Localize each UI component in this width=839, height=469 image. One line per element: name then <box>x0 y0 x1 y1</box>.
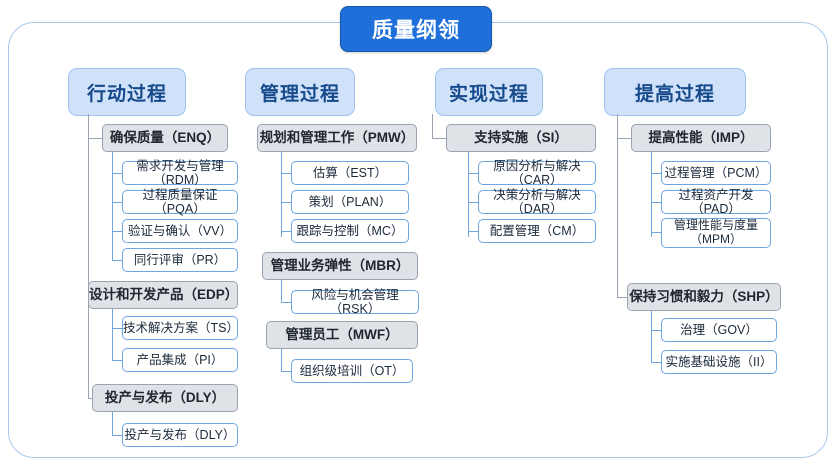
phase-header-improvement-process: 提高过程 <box>604 68 746 116</box>
leaf-node-gov: 治理（GOV） <box>661 318 777 342</box>
leaf-node-mpm: 管理性能与度量（MPM） <box>661 218 771 248</box>
group-node-mbr: 管理业务弹性（MBR） <box>262 252 418 280</box>
leaf-node-pad: 过程资产开发（PAD） <box>661 188 771 216</box>
connector-si-c3 <box>468 231 478 233</box>
connector-col4-g2 <box>617 297 631 299</box>
connector-col4-spine <box>617 114 619 298</box>
leaf-node-ot: 组织级培训（OT） <box>291 359 413 383</box>
leaf-node-plan: 策划（PLAN） <box>291 190 409 214</box>
connector-shp-c2 <box>651 362 661 364</box>
connector-col4-g1 <box>617 138 631 140</box>
leaf-node-dar: 决策分析与解决（DAR） <box>478 188 596 216</box>
leaf-node-cm: 配置管理（CM） <box>478 219 596 243</box>
connector-edp-c1 <box>112 328 122 330</box>
connector-pmw-c2 <box>281 202 291 204</box>
group-node-shp: 保持习惯和毅力（SHP） <box>627 283 781 311</box>
connector-enq-spine-2 <box>112 247 114 261</box>
leaf-node-vv: 验证与确认（VV） <box>122 219 238 243</box>
connector-si-c1 <box>468 173 478 175</box>
leaf-node-rsk: 风险与机会管理（RSK） <box>291 288 419 316</box>
connector-enq-c3 <box>112 231 122 233</box>
leaf-node-rdm: 需求开发与管理（RDM） <box>122 159 238 187</box>
leaf-node-pi: 产品集成（PI） <box>122 348 238 372</box>
connector-col1-g1 <box>88 138 102 140</box>
root-node-quality-program: 质量纲领 <box>340 6 492 52</box>
group-node-si: 支持实施（SI） <box>446 124 596 152</box>
connector-dly-spine <box>112 412 114 436</box>
group-node-dly: 投产与发布（DLY） <box>92 384 238 412</box>
phase-header-realization-process: 实现过程 <box>435 68 543 116</box>
connector-enq-c2 <box>112 202 122 204</box>
connector-enq-c1 <box>112 173 122 175</box>
connector-imp-c1 <box>651 173 661 175</box>
group-node-imp: 提高性能（IMP） <box>631 124 771 152</box>
connector-pmw-c3 <box>281 231 291 233</box>
group-node-pmw: 规划和管理工作（PMW） <box>257 124 417 152</box>
connector-si-spine <box>468 152 470 237</box>
connector-shp-spine <box>651 311 653 363</box>
leaf-node-car: 原因分析与解决（CAR） <box>478 159 596 187</box>
leaf-node-ii: 实施基础设施（II） <box>661 350 777 374</box>
leaf-node-pcm: 过程管理（PCM） <box>661 161 771 185</box>
connector-si-c2 <box>468 202 478 204</box>
connector-edp-c2 <box>112 360 122 362</box>
leaf-node-dly-child: 投产与发布（DLY） <box>122 423 238 447</box>
connector-imp-spine <box>651 152 653 237</box>
connector-dly-c1 <box>112 435 122 437</box>
connector-enq-spine <box>112 152 114 247</box>
leaf-node-pqa: 过程质量保证（PQA） <box>122 188 238 216</box>
connector-col3-g1 <box>432 138 446 140</box>
connector-imp-c2 <box>651 202 661 204</box>
phase-header-action-process: 行动过程 <box>68 68 186 116</box>
connector-enq-c4 <box>112 260 122 262</box>
connector-mwf-c1 <box>281 371 291 373</box>
leaf-node-mc: 跟踪与控制（MC） <box>291 219 409 243</box>
group-node-edp: 设计和开发产品（EDP） <box>88 281 238 309</box>
connector-col3-spine <box>432 114 434 139</box>
leaf-node-ts: 技术解决方案（TS） <box>122 316 239 340</box>
leaf-node-pr: 同行评审（PR） <box>122 248 238 272</box>
connector-col1-spine <box>88 114 90 399</box>
group-node-mwf: 管理员工（MWF） <box>266 321 418 349</box>
connector-imp-c3 <box>651 232 661 234</box>
connector-mwf-spine <box>281 349 283 372</box>
connector-pmw-c1 <box>281 173 291 175</box>
connector-mbr-spine <box>281 280 283 303</box>
connector-edp-spine <box>112 309 114 361</box>
connector-pmw-spine <box>281 152 283 237</box>
connector-shp-c1 <box>651 330 661 332</box>
phase-header-management-process: 管理过程 <box>245 68 355 116</box>
leaf-node-est: 估算（EST） <box>291 161 409 185</box>
connector-mbr-c1 <box>281 302 291 304</box>
group-node-enq: 确保质量（ENQ） <box>102 124 228 152</box>
